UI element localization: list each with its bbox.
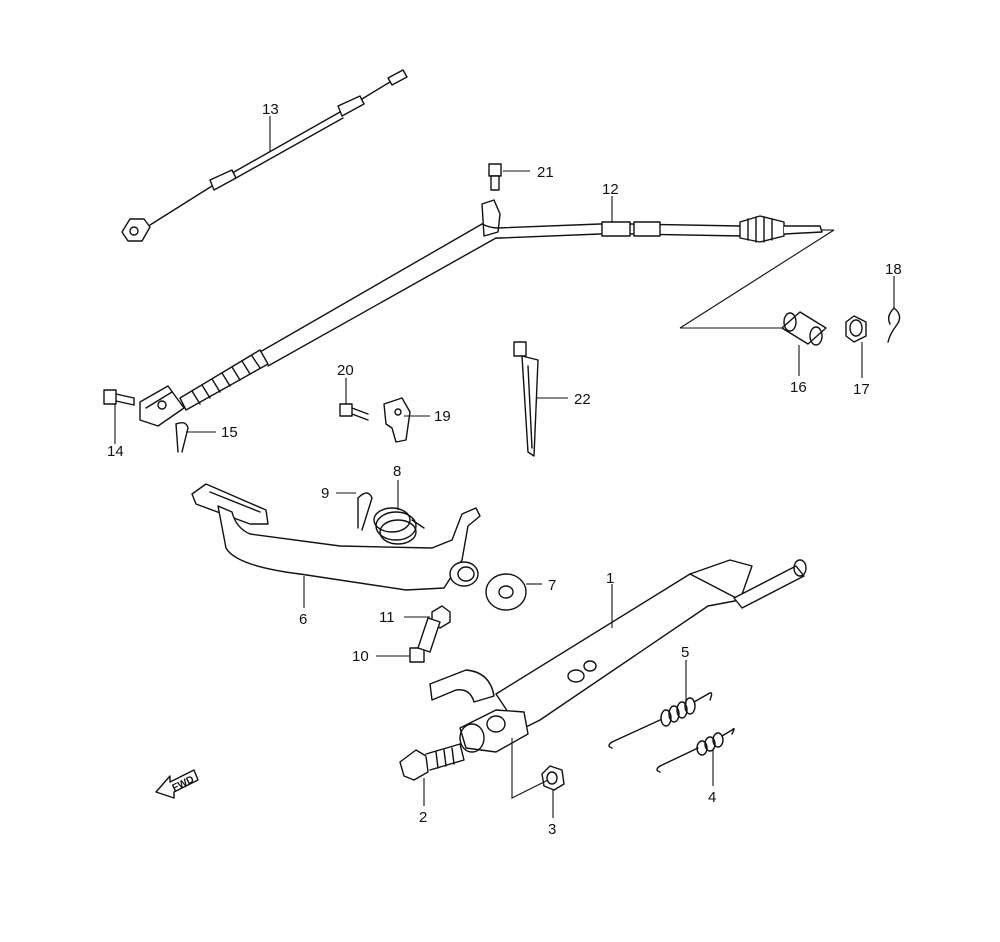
callout-11: 11 [379, 609, 395, 626]
assembly-guide-lines [679, 229, 835, 329]
callout-21: 21 [537, 164, 554, 181]
part-13-cable [121, 69, 408, 242]
part-15-cotter-pin [175, 421, 189, 453]
callout-22: 22 [574, 391, 591, 408]
part-16-pin [781, 311, 827, 346]
callout-3: 3 [548, 821, 556, 838]
part-21-bolt [488, 163, 502, 191]
callout-18: 18 [885, 261, 902, 278]
callout-19: 19 [434, 408, 451, 425]
part-9-cotter-pin [357, 492, 373, 531]
part-17-bush [845, 315, 867, 343]
callout-15: 15 [221, 424, 238, 441]
part-8-spring [373, 507, 425, 545]
part-5-spring [608, 692, 713, 749]
callout-5: 5 [681, 644, 689, 661]
part-10-bolt [409, 617, 441, 663]
part-4-spring [656, 727, 735, 773]
callout-14: 14 [107, 443, 124, 460]
callout-8: 8 [393, 463, 401, 480]
leader-lines [114, 116, 895, 818]
part-14-bolt [103, 389, 135, 406]
part-18-clip [887, 307, 901, 343]
part-2-bolt [399, 743, 465, 781]
part-19-bracket [383, 397, 411, 443]
callout-10: 10 [352, 648, 369, 665]
part-6-brake-pedal [191, 483, 481, 591]
callout-2: 2 [419, 809, 427, 826]
callout-13: 13 [262, 101, 279, 118]
callout-16: 16 [790, 379, 807, 396]
part-22-cable-tie [513, 341, 539, 457]
part-1-side-stand [429, 559, 807, 753]
fwd-arrow-icon: FWD [155, 769, 199, 799]
callout-1: 1 [606, 570, 614, 587]
callout-9: 9 [321, 485, 329, 502]
callout-12: 12 [602, 181, 619, 198]
part-3-guide-line [511, 738, 549, 799]
part-3-nut [541, 765, 565, 791]
callout-7: 7 [548, 577, 556, 594]
callout-labels: 1 2 3 4 5 6 7 8 9 10 11 12 13 14 15 16 1… [107, 101, 902, 838]
part-7-washer [485, 573, 527, 611]
callout-6: 6 [299, 611, 307, 628]
fwd-label: FWD [171, 774, 196, 794]
part-12-brake-cable [139, 199, 823, 427]
callout-20: 20 [337, 362, 354, 379]
part-20-bolt [339, 403, 369, 421]
callout-4: 4 [708, 789, 716, 806]
callout-17: 17 [853, 381, 870, 398]
